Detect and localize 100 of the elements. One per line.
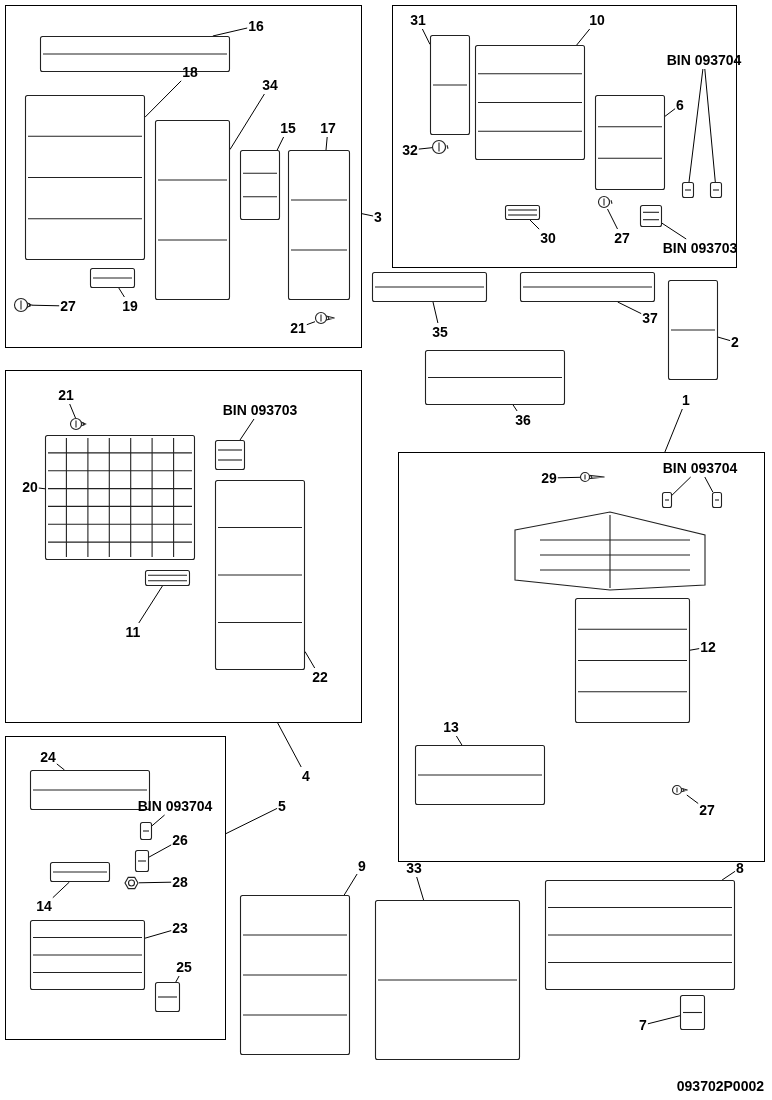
housing-drawing — [545, 880, 735, 990]
screw-drawing — [432, 140, 446, 154]
leader-line — [138, 585, 163, 624]
leader-line — [664, 108, 676, 117]
leader-line — [38, 487, 46, 490]
leader-line — [664, 408, 683, 453]
leader-line — [325, 136, 328, 151]
frame-drawing — [155, 120, 230, 300]
leader-line — [557, 476, 581, 479]
callout-number: 15 — [280, 120, 296, 136]
leader-line — [455, 735, 463, 746]
housing-drawing — [240, 895, 350, 1055]
callout-number: 11 — [125, 624, 141, 640]
leader-line — [721, 870, 736, 881]
leader-line — [229, 93, 265, 150]
callout-number: 7 — [639, 1017, 647, 1033]
leader-line — [704, 476, 714, 493]
housing-drawing — [475, 45, 585, 160]
leader-line — [148, 844, 172, 858]
part-reference: BIN 093703 — [222, 402, 298, 418]
leader-line — [69, 403, 76, 419]
nut-drawing — [124, 876, 139, 890]
bracket-drawing — [430, 35, 470, 135]
leader-line — [671, 476, 692, 496]
callout-number: 20 — [22, 479, 38, 495]
callout-number: 5 — [278, 798, 286, 814]
part-reference: BIN 093703 — [662, 240, 738, 256]
bracket-drawing — [372, 272, 487, 302]
fuse-drawing — [140, 822, 152, 840]
callout-number: 30 — [540, 230, 556, 246]
callout-number: 31 — [410, 12, 426, 28]
callout-number: 3 — [374, 209, 382, 225]
leader-line — [304, 651, 316, 669]
leader-line — [432, 301, 439, 324]
leader-line — [689, 648, 700, 651]
leader-line — [31, 304, 60, 307]
leader-line — [361, 213, 374, 217]
callout-number: 32 — [402, 142, 418, 158]
leader-line — [52, 881, 70, 899]
bracket-drawing — [668, 280, 718, 380]
callout-number: 27 — [614, 230, 630, 246]
leader-line — [239, 418, 255, 441]
leader-line — [617, 301, 642, 315]
leader-line — [175, 975, 180, 983]
housing-drawing — [25, 95, 145, 260]
frame-drawing — [288, 150, 350, 300]
leader-line — [306, 321, 316, 326]
fuse-drawing — [710, 182, 722, 198]
housing-drawing — [30, 920, 145, 990]
callout-number: 6 — [676, 97, 684, 113]
bracket-drawing — [680, 995, 705, 1030]
callout-number: 29 — [541, 470, 557, 486]
screw-drawing — [14, 298, 32, 312]
callout-number: 2 — [731, 334, 739, 350]
callout-number: 26 — [172, 832, 188, 848]
leader-line — [276, 136, 285, 151]
leader-line — [416, 876, 425, 901]
leader-line — [688, 68, 704, 183]
bracket-drawing — [50, 862, 110, 882]
callout-number: 21 — [290, 320, 306, 336]
screw-drawing — [315, 312, 335, 324]
leader-line — [512, 404, 518, 412]
callout-number: 19 — [122, 298, 138, 314]
fuse-drawing — [712, 492, 722, 508]
leader-line — [277, 722, 302, 768]
relay-drawing — [240, 150, 280, 220]
callout-number: 9 — [358, 858, 366, 874]
leader-line — [607, 208, 618, 230]
callout-number: 33 — [406, 860, 422, 876]
callout-number: 17 — [320, 120, 336, 136]
bracket-drawing — [520, 272, 655, 302]
callout-number: 10 — [589, 12, 605, 28]
panel-frame — [5, 370, 362, 723]
leader-line — [704, 68, 716, 183]
leader-line — [647, 1015, 681, 1025]
drawing-number: 093702P0002 — [676, 1078, 764, 1094]
leader-line — [418, 147, 433, 150]
relay-drawing — [640, 205, 662, 227]
callout-number: 28 — [172, 874, 188, 890]
callout-number: 23 — [172, 920, 188, 936]
leader-line — [661, 222, 687, 240]
grille-drawing — [45, 435, 195, 560]
cover-drawing — [415, 745, 545, 805]
callout-number: 37 — [642, 310, 658, 326]
relay-drawing — [145, 570, 190, 586]
callout-number: 34 — [262, 77, 278, 93]
callout-number: 27 — [60, 298, 76, 314]
leader-line — [343, 873, 358, 896]
bracket-drawing — [425, 350, 565, 405]
bracket-drawing — [90, 268, 135, 288]
leader-line — [118, 287, 125, 298]
leader-line — [717, 336, 731, 342]
leader-line — [144, 80, 182, 118]
leader-line — [576, 28, 591, 46]
leader-line — [212, 27, 248, 37]
screw-drawing — [598, 195, 610, 209]
callout-number: 8 — [736, 860, 744, 876]
screw-drawing — [672, 785, 688, 795]
callout-number: 1 — [682, 392, 690, 408]
callout-number: 25 — [176, 959, 192, 975]
